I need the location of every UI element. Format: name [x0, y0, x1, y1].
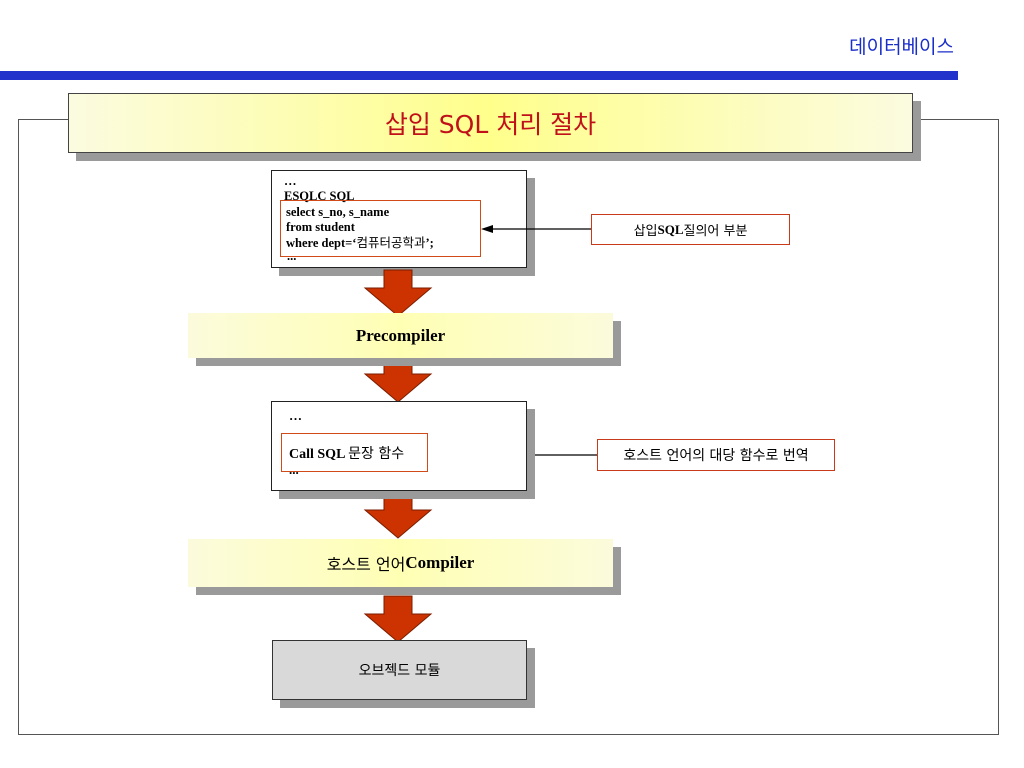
object-module-box: 오브젝드 모듈: [272, 640, 527, 700]
source-code-box: … ESQLC SQL select s_no, s_name from stu…: [271, 170, 527, 268]
host-compiler-en: Compiler: [405, 553, 475, 572]
sql-line: from student: [286, 220, 355, 234]
translated-code-line: …: [289, 408, 302, 423]
translate-callout: 호스트 언어의 대당 함수로 번역: [597, 439, 835, 471]
host-compiler-korean: 호스트 언어: [326, 555, 406, 574]
source-code-line: ESQLC SQL: [284, 189, 355, 203]
sql-line: where dept=‘컴퓨터공학과’;: [286, 235, 526, 251]
sql-line: select s_no, s_name: [286, 205, 390, 219]
down-arrow-icon: [363, 595, 433, 643]
source-code-line: …: [284, 174, 297, 188]
callout-sql: SQL: [657, 221, 684, 237]
precompiler-label: Precompiler: [355, 325, 446, 345]
sql-highlight-box: [280, 200, 481, 257]
header-title: 데이터베이스: [849, 36, 954, 58]
translated-code-box: … Call SQL 문장 함수 ...: [271, 401, 527, 491]
sql-line-suffix: ’;: [425, 236, 434, 250]
call-line: Call SQL 문장 함수: [289, 445, 526, 464]
sql-line-korean: 컴퓨터공학과: [356, 235, 426, 250]
down-arrow-icon: [363, 269, 433, 317]
call-line-en: Call SQL: [289, 447, 349, 462]
sql-callout: 삽입 SQL 질의어 부분: [591, 214, 790, 245]
call-highlight-box: [281, 433, 428, 472]
down-arrow-icon: [363, 491, 433, 539]
translated-code-line: ...: [289, 462, 299, 477]
sql-line-prefix: where dept=‘: [286, 236, 357, 250]
sql-callout-connector: [481, 225, 591, 233]
host-compiler-band: 호스트 언어 Compiler: [188, 539, 613, 587]
precompiler-band: Precompiler: [188, 313, 613, 358]
callout-prefix: 삽입: [633, 224, 658, 239]
callout-suffix: 질의어 부분: [683, 224, 748, 239]
call-line-korean: 문장 함수: [348, 446, 405, 462]
header-rule: [0, 71, 958, 80]
diagram-title: 삽입 SQL 처리 절차: [68, 93, 913, 153]
